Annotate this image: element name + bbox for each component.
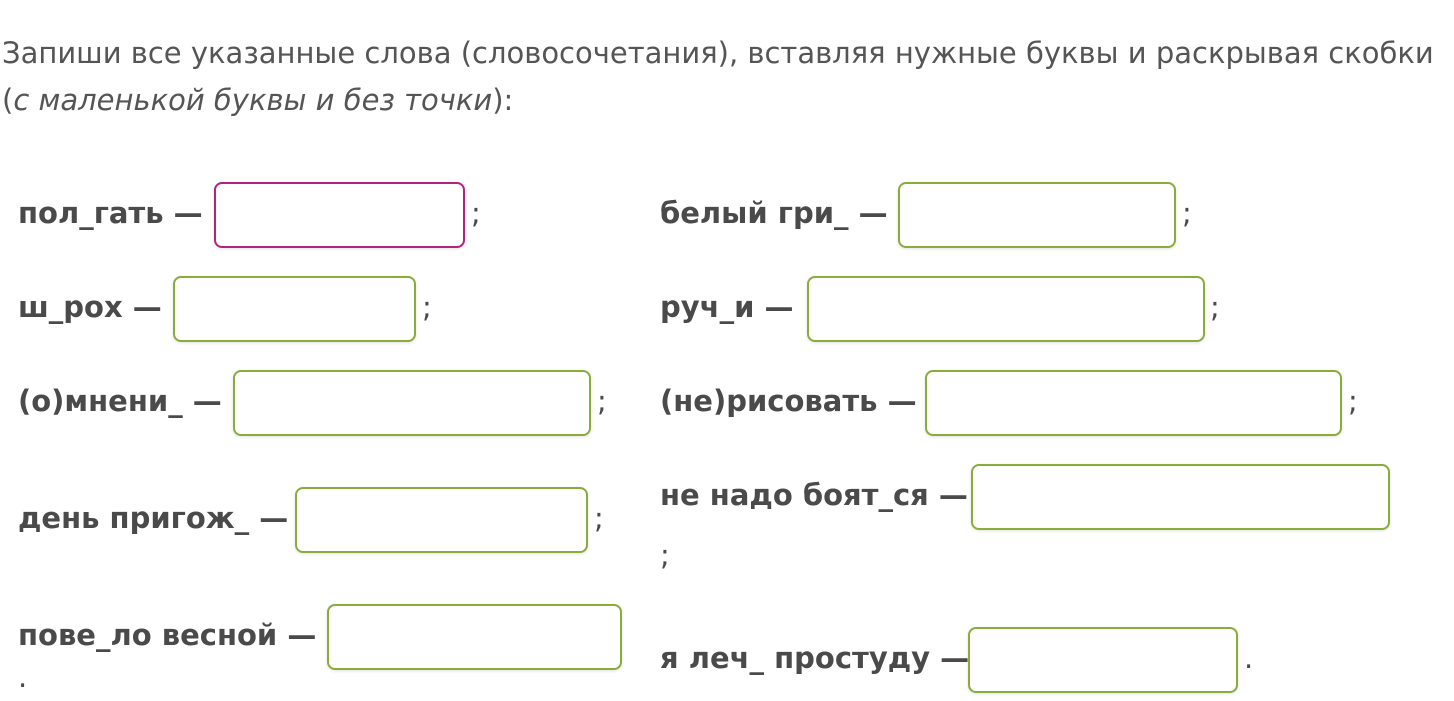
item-label-9: пове_ло весной — <box>18 618 317 652</box>
instruction-emphasis: с маленькой буквы и без точки <box>13 83 493 117</box>
item-label-6: (не)рисовать — <box>660 384 917 418</box>
answer-field-3[interactable] <box>173 276 416 342</box>
item-punct-8: ; <box>660 538 670 572</box>
item-label-5: (о)мнени_ — <box>18 384 222 418</box>
item-label-10: я леч_ простуду — <box>660 641 970 675</box>
answer-field-9[interactable] <box>327 604 622 670</box>
answer-field-10[interactable] <box>968 627 1238 693</box>
item-label-7: день пригож_ — <box>18 501 289 535</box>
answer-field-5[interactable] <box>233 370 591 436</box>
item-punct-5: ; <box>597 384 607 418</box>
item-punct-4: ; <box>1210 290 1220 324</box>
answer-field-8[interactable] <box>971 464 1390 530</box>
answer-field-7[interactable] <box>295 487 588 553</box>
item-punct-3: ; <box>422 290 432 324</box>
item-punct-9: . <box>18 660 28 694</box>
item-punct-7: ; <box>594 501 604 535</box>
instruction-text-end: ): <box>492 83 514 117</box>
answer-field-2[interactable] <box>898 182 1176 248</box>
item-punct-1: ; <box>471 196 481 230</box>
item-punct-2: ; <box>1182 196 1192 230</box>
answer-field-1[interactable] <box>214 182 465 248</box>
item-label-4: руч_и — <box>660 290 794 324</box>
answer-field-6[interactable] <box>925 370 1342 436</box>
instruction-text: Запиши все указанные слова (словосочетан… <box>2 36 1434 117</box>
answer-field-4[interactable] <box>807 276 1205 342</box>
item-punct-6: ; <box>1348 384 1358 418</box>
task-instruction: Запиши все указанные слова (словосочетан… <box>2 30 1442 124</box>
item-label-3: ш_рох — <box>18 290 162 324</box>
item-label-1: пол_гать — <box>18 196 203 230</box>
item-label-2: белый гри_ — <box>660 196 888 230</box>
item-punct-10: . <box>1244 641 1254 675</box>
item-label-8: не надо боят_ся — <box>660 478 968 512</box>
